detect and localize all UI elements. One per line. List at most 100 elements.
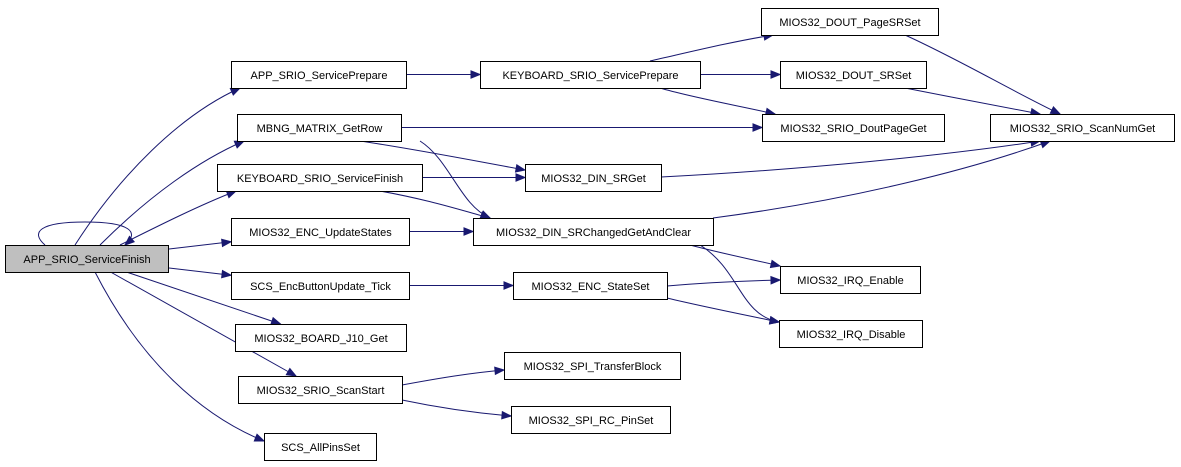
edge-din_srget-to-scan_num — [660, 138, 1042, 178]
node-enc-state[interactable]: MIOS32_ENC_StateSet — [513, 272, 668, 300]
edge-din_changed-to-irq_en — [689, 244, 782, 269]
edge-line — [119, 190, 237, 246]
edge-kb_prep-to-dout_sr — [700, 70, 782, 79]
edge-line — [99, 140, 245, 246]
node-label: MIOS32_ENC_UpdateStates — [249, 227, 392, 239]
node-box — [511, 406, 671, 434]
edge-root-to-scs_enc — [167, 267, 233, 279]
node-dout-page[interactable]: MIOS32_DOUT_PageSRSet — [761, 8, 939, 36]
node-mbng[interactable]: MBNG_MATRIX_GetRow — [237, 114, 402, 142]
node-box — [5, 245, 169, 273]
edge-enc_state-to-irq_dis — [666, 297, 781, 325]
edge-line — [904, 34, 1061, 115]
edge-arrowhead — [503, 281, 515, 290]
edge-line — [419, 140, 491, 219]
edge-arrowhead — [769, 259, 782, 269]
node-label: SCS_AllPinsSet — [281, 442, 360, 454]
node-kb-finish[interactable]: KEYBOARD_SRIO_ServiceFinish — [217, 164, 423, 192]
edges-layer — [38, 32, 1062, 442]
edge-kb_prep-to-dout_page — [649, 32, 775, 62]
node-label: SCS_EncButtonUpdate_Tick — [250, 281, 391, 293]
edge-kb_finish-to-din_srget — [422, 173, 527, 182]
node-scs-all[interactable]: SCS_AllPinsSet — [264, 433, 377, 461]
edge-line — [126, 271, 281, 325]
edge-root-to-enc_upd — [167, 238, 233, 250]
edge-enc_upd-to-din_changed — [409, 227, 475, 236]
node-app-prep[interactable]: APP_SRIO_ServicePrepare — [231, 61, 407, 89]
node-label: MIOS32_IRQ_Disable — [797, 329, 906, 341]
node-scan-start[interactable]: MIOS32_SRIO_ScanStart — [238, 376, 403, 404]
node-box — [217, 164, 423, 192]
edge-scan_start-to-spi_block — [401, 366, 506, 386]
node-label: APP_SRIO_ServicePrepare — [251, 70, 388, 82]
node-label: MIOS32_DOUT_PageSRSet — [779, 17, 920, 29]
edge-arrowhead — [285, 367, 298, 377]
edge-line — [110, 271, 297, 377]
edge-arrowhead — [515, 173, 527, 182]
node-label: MBNG_MATRIX_GetRow — [257, 123, 383, 135]
edge-arrowhead — [229, 87, 242, 96]
node-box — [480, 61, 701, 89]
node-box — [235, 324, 407, 352]
node-spi-block[interactable]: MIOS32_SPI_TransferBlock — [504, 352, 681, 380]
edge-arrowhead — [221, 269, 233, 279]
node-irq-en[interactable]: MIOS32_IRQ_Enable — [780, 266, 921, 294]
edge-arrowhead — [494, 366, 506, 376]
node-label: KEYBOARD_SRIO_ServiceFinish — [237, 173, 403, 185]
edge-line — [74, 87, 241, 246]
edge-line — [666, 297, 780, 323]
node-din-changed[interactable]: MIOS32_DIN_SRChangedGetAndClear — [473, 218, 714, 246]
edge-line — [94, 271, 265, 442]
node-din-srget[interactable]: MIOS32_DIN_SRGet — [525, 164, 662, 192]
edge-line — [660, 140, 1041, 178]
edge-arrowhead — [463, 227, 475, 236]
edge-root-to-scan_start — [110, 271, 298, 377]
edge-app_prep-to-kb_prep — [406, 70, 482, 79]
node-box — [762, 114, 945, 142]
node-dout-sr[interactable]: MIOS32_DOUT_SRSet — [780, 61, 927, 89]
node-kb-prep[interactable]: KEYBOARD_SRIO_ServicePrepare — [480, 61, 701, 89]
node-box — [779, 320, 923, 348]
node-box — [264, 433, 377, 461]
node-box — [473, 218, 714, 246]
edge-line — [649, 34, 774, 62]
edge-arrowhead — [770, 70, 782, 79]
node-label: MIOS32_SRIO_ScanNumGet — [1010, 123, 1156, 135]
node-box — [231, 272, 410, 300]
edge-line — [659, 87, 776, 115]
node-box — [238, 376, 403, 404]
edge-kb_finish-to-din_changed — [379, 190, 492, 220]
node-board-j10[interactable]: MIOS32_BOARD_J10_Get — [235, 324, 407, 352]
edge-line — [167, 267, 232, 276]
node-box — [504, 352, 681, 380]
edge-enc_state-to-irq_en — [666, 275, 782, 287]
node-irq-dis[interactable]: MIOS32_IRQ_Disable — [779, 320, 923, 348]
node-label: MIOS32_BOARD_J10_Get — [254, 333, 387, 345]
node-root[interactable]: APP_SRIO_ServiceFinish — [5, 245, 169, 273]
edge-arrowhead — [501, 410, 513, 420]
node-scan-num[interactable]: MIOS32_SRIO_ScanNumGet — [990, 114, 1175, 142]
node-label: KEYBOARD_SRIO_ServicePrepare — [502, 70, 678, 82]
edge-arrowhead — [514, 164, 527, 173]
edge-arrowhead — [221, 238, 233, 248]
edge-arrowhead — [752, 123, 764, 132]
node-scs-enc[interactable]: SCS_EncButtonUpdate_Tick — [231, 272, 410, 300]
edge-arrowhead — [233, 140, 246, 149]
edge-mbng-to-din_srget — [359, 140, 527, 173]
edge-arrowhead — [253, 433, 266, 442]
edge-line — [904, 87, 1041, 115]
node-dout-pageget[interactable]: MIOS32_SRIO_DoutPageGet — [762, 114, 945, 142]
node-box — [780, 61, 927, 89]
edge-line — [167, 241, 232, 250]
node-box — [761, 8, 939, 36]
node-enc-upd[interactable]: MIOS32_ENC_UpdateStates — [231, 218, 410, 246]
edge-arrowhead — [1049, 105, 1062, 115]
node-box — [231, 218, 410, 246]
node-box — [237, 114, 402, 142]
node-label: APP_SRIO_ServiceFinish — [23, 254, 150, 266]
edge-dout_page-to-scan_num — [904, 34, 1062, 115]
node-spi-pin[interactable]: MIOS32_SPI_RC_PinSet — [511, 406, 671, 434]
edge-line — [379, 190, 491, 219]
edge-line — [38, 221, 132, 246]
node-label: MIOS32_SPI_TransferBlock — [524, 361, 662, 373]
